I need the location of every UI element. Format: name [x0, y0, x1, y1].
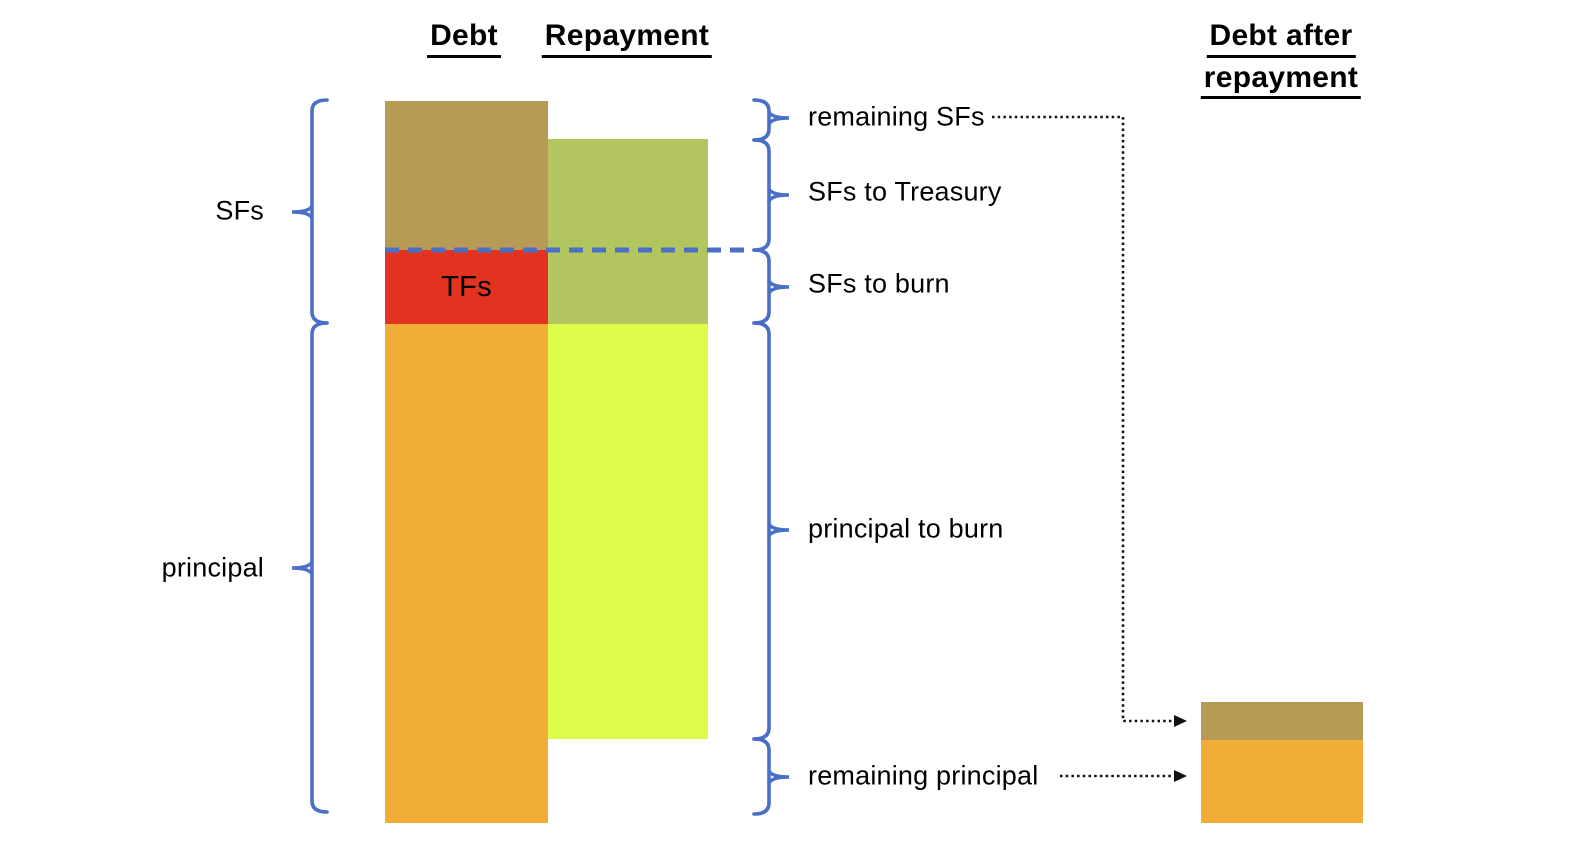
debt-header-text: Debt [427, 20, 501, 58]
tfs-label: TFs [441, 270, 492, 303]
remaining-sfs-brace-tick [767, 110, 790, 126]
debt-after-header-line2: repayment [1200, 61, 1362, 99]
repayment-sfs-segment [548, 139, 708, 324]
debt-tfs-segment: TFs [385, 250, 548, 324]
sfs-to-treasury-label: SFs to Treasury [808, 176, 1002, 207]
remaining-principal-brace-tick [767, 769, 790, 785]
sfs-to-burn-brace [752, 248, 771, 325]
debt-principal-segment [385, 324, 548, 823]
repayment-principal-segment [548, 324, 708, 739]
principal-to-burn-brace [752, 321, 771, 741]
principal-brace [310, 321, 329, 814]
principal-brace-tick [291, 560, 314, 576]
debt-column-header: Debt [427, 19, 501, 58]
remaining-sfs-connector-arrow [992, 115, 1187, 727]
remaining-principal-brace [752, 737, 771, 816]
repayment-header-text: Repayment [541, 20, 713, 58]
repayment-column-header: Repayment [541, 19, 713, 58]
remaining-sfs-label: remaining SFs [808, 101, 985, 132]
sfs-to-treasury-brace-tick [767, 187, 790, 203]
remaining-sfs-brace [752, 98, 771, 142]
principal-to-burn-brace-tick [767, 522, 790, 538]
sfs-brace-tick [291, 204, 314, 220]
principal-group-label: principal [161, 552, 264, 583]
remaining-principal-label: remaining principal [808, 760, 1039, 791]
after-remaining-sfs-segment [1201, 702, 1363, 740]
sfs-to-burn-label: SFs to burn [808, 268, 950, 299]
sfs-to-treasury-brace [752, 138, 771, 252]
debt-after-header-line1: Debt after [1206, 20, 1356, 58]
sfs-brace [310, 98, 329, 325]
principal-to-burn-label: principal to burn [808, 513, 1004, 544]
sfs-group-label: SFs [215, 195, 264, 226]
sfs-to-burn-brace-tick [767, 279, 790, 295]
debt-sfs-segment [385, 101, 548, 250]
debt-after-repayment-header: Debt after repayment [1200, 19, 1362, 102]
after-remaining-principal-segment [1201, 740, 1363, 823]
